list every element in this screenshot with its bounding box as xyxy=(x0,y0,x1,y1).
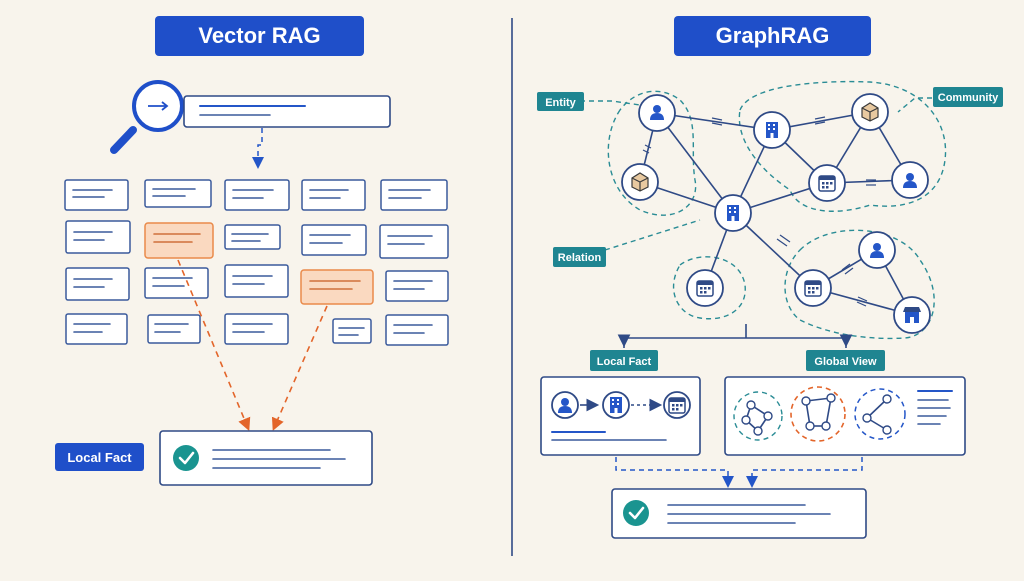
community-summary xyxy=(854,388,906,440)
split-connector xyxy=(623,324,847,348)
chunk-card xyxy=(144,267,209,299)
entity-label: Entity xyxy=(545,97,576,109)
chunk-card xyxy=(64,179,129,211)
community-callout-line xyxy=(897,97,932,113)
check-icon xyxy=(173,445,199,471)
building-icon xyxy=(766,122,778,138)
graphrag-title: GraphRAG xyxy=(716,23,830,48)
chunk-card xyxy=(379,224,449,259)
chunk-card xyxy=(65,220,131,254)
graph-node-store xyxy=(893,296,931,334)
graph-local-fact-label: Local Fact xyxy=(597,356,652,368)
graph-node-building xyxy=(753,111,791,149)
community-tag: Community xyxy=(933,87,1003,107)
graph-node-building-hub xyxy=(714,194,752,232)
graph-node-person xyxy=(891,161,929,199)
query-bar xyxy=(183,95,391,128)
entity-callout-line xyxy=(580,100,641,106)
global-view-label: Global View xyxy=(814,356,877,368)
chunk-card xyxy=(380,179,448,211)
building-icon xyxy=(727,205,739,221)
chunk-card xyxy=(65,313,128,345)
vector-rag-title-pill: Vector RAG xyxy=(155,16,364,56)
building-icon xyxy=(610,397,622,413)
calendar-icon xyxy=(668,397,686,414)
chunk-card xyxy=(224,179,290,211)
merge-arrow xyxy=(615,457,734,488)
relation-markers xyxy=(642,116,876,307)
calendar-icon xyxy=(804,280,822,297)
community-label: Community xyxy=(938,92,999,104)
chunk-card-highlighted xyxy=(300,269,374,305)
query-arrow xyxy=(252,128,264,169)
community-hull xyxy=(607,90,697,216)
graph-node-box xyxy=(621,163,659,201)
chunk-card xyxy=(65,267,130,301)
chunk-card xyxy=(147,314,201,344)
chunk-card xyxy=(224,264,289,298)
retrieval-arrow xyxy=(271,305,328,431)
search-icon xyxy=(110,80,184,154)
chunk-card xyxy=(144,179,212,208)
community-summary-highlighted xyxy=(790,386,846,442)
graph-local-fact-tag: Local Fact xyxy=(590,350,658,371)
calendar-icon xyxy=(818,175,836,192)
store-icon xyxy=(903,307,921,323)
community-summary xyxy=(733,391,783,441)
local-fact-pill: Local Fact xyxy=(55,443,144,471)
chunk-card xyxy=(301,224,367,256)
graph-node-box xyxy=(851,93,889,131)
community-hull xyxy=(672,256,746,320)
relation-label: Relation xyxy=(558,252,602,264)
graph-result-card xyxy=(611,488,867,539)
vector-rag-title: Vector RAG xyxy=(198,23,320,48)
community-hull xyxy=(738,80,947,212)
chunk-card xyxy=(224,224,281,250)
local-fact-panel xyxy=(540,376,701,456)
chunk-card xyxy=(332,318,372,344)
local-fact-label: Local Fact xyxy=(67,450,132,465)
chunk-card xyxy=(385,314,449,346)
retrieval-arrow xyxy=(177,259,251,431)
graph-node-calendar xyxy=(686,269,724,307)
graph-node-person xyxy=(638,94,676,132)
entity-tag: Entity xyxy=(537,92,584,111)
result-card xyxy=(159,430,373,486)
chunk-card xyxy=(301,179,366,211)
chunk-card xyxy=(224,313,289,345)
chunk-card-highlighted xyxy=(144,222,214,259)
graph-node-person xyxy=(858,231,896,269)
global-view-panel xyxy=(724,376,966,456)
relation-tag: Relation xyxy=(553,247,606,267)
graph-node-calendar xyxy=(808,164,846,202)
global-view-tag: Global View xyxy=(806,350,885,371)
check-icon xyxy=(623,500,649,526)
graphrag-title-pill: GraphRAG xyxy=(674,16,871,56)
merge-arrow xyxy=(746,457,863,488)
chunk-grid xyxy=(64,179,449,346)
graph-node-calendar xyxy=(794,269,832,307)
relation-callout-line xyxy=(604,219,701,251)
chunk-card xyxy=(385,270,449,302)
calendar-icon xyxy=(696,280,714,297)
